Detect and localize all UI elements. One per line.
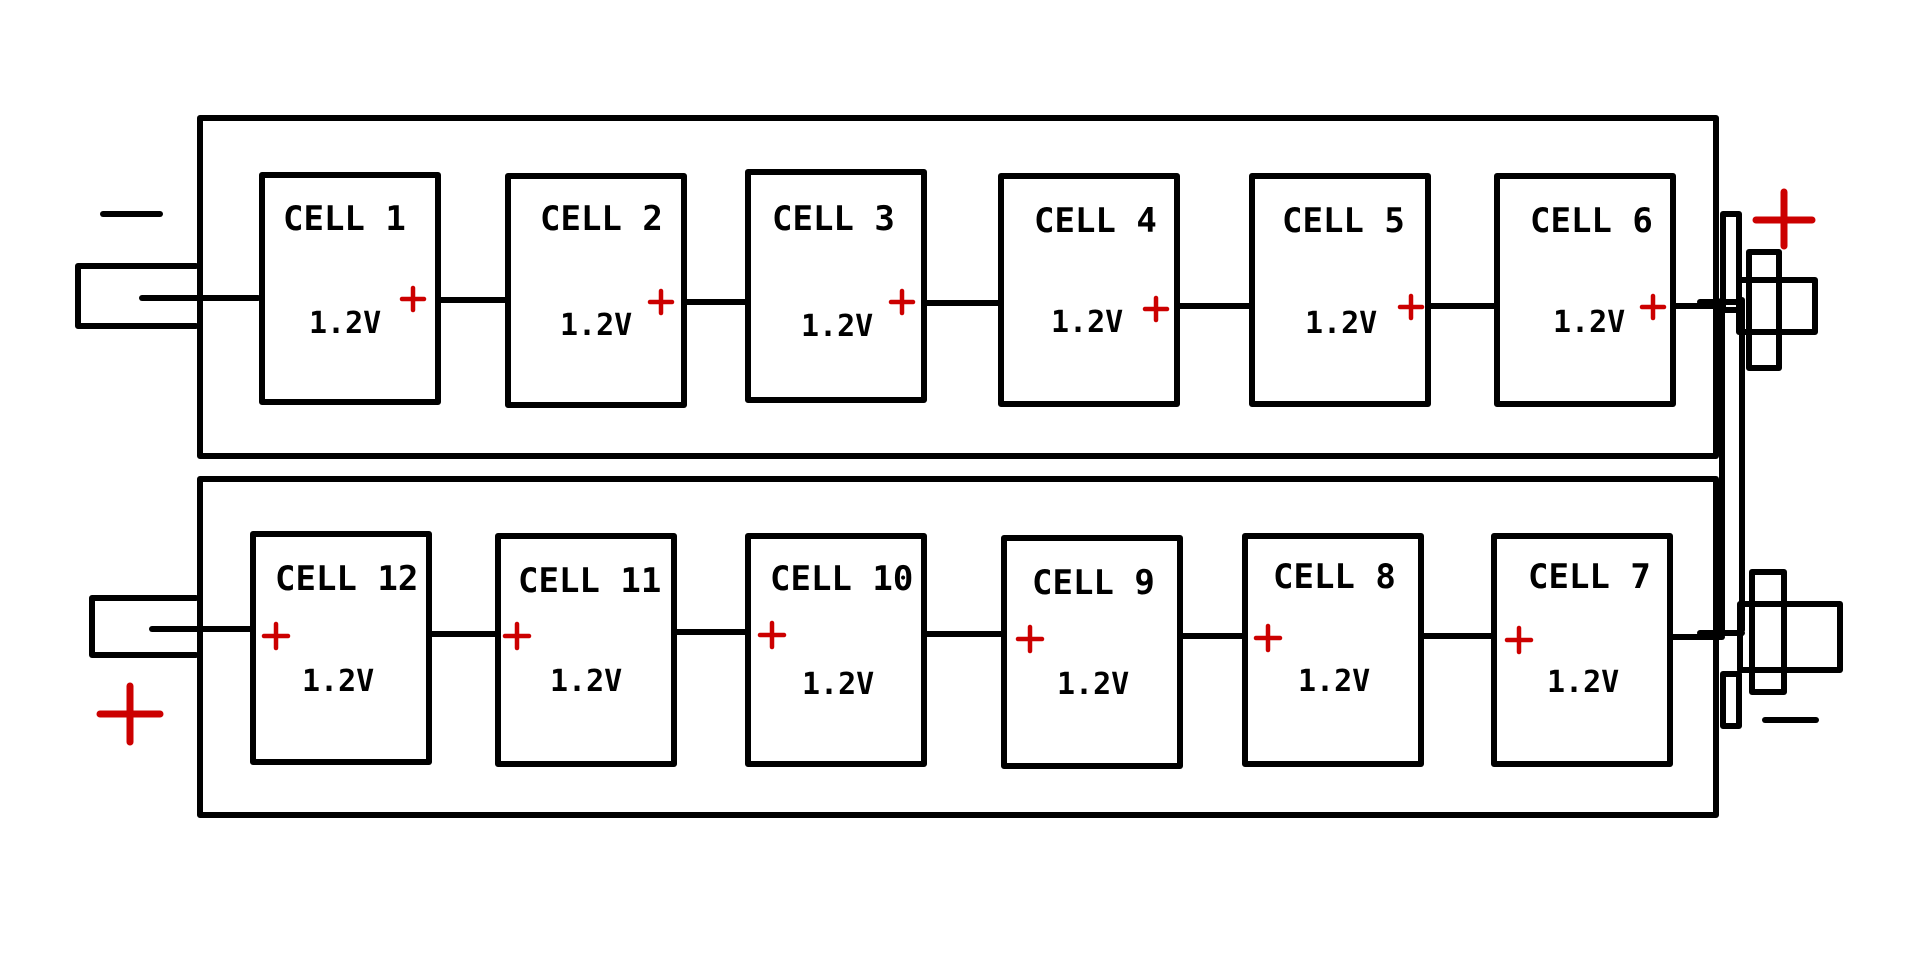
plus-icon	[96, 682, 164, 746]
plus-icon	[1639, 293, 1667, 321]
cell-label: CELL 5	[1282, 201, 1405, 241]
plus-icon	[1752, 188, 1816, 250]
plus-icon	[261, 621, 291, 651]
cell-11: CELL 11 1.2V	[495, 533, 677, 767]
cell-voltage: 1.2V	[1057, 667, 1129, 702]
cell-voltage: 1.2V	[560, 308, 632, 343]
cell-label: CELL 1	[283, 199, 406, 239]
plus-icon	[1253, 623, 1283, 653]
bottom-left-terminal-tab	[89, 595, 199, 658]
bottom-row: CELL 12 1.2V CELL 11 1.2V CELL 10 1.2V	[250, 531, 1725, 769]
cell-label: CELL 10	[770, 559, 913, 599]
cell-label: CELL 7	[1528, 557, 1651, 597]
cell-label: CELL 3	[772, 199, 895, 239]
cell-voltage: 1.2V	[302, 664, 374, 699]
plus-icon	[1142, 295, 1170, 323]
top-enclosure	[197, 115, 1719, 459]
cell-3: CELL 3 1.2V	[745, 169, 927, 403]
cell-9: CELL 9 1.2V	[1001, 535, 1183, 769]
bottom-enclosure	[197, 476, 1719, 818]
cell-voltage: 1.2V	[1298, 664, 1370, 699]
plus-icon	[647, 288, 675, 316]
cell-label: CELL 9	[1032, 563, 1155, 603]
cell-voltage: 1.2V	[802, 667, 874, 702]
plus-icon	[1397, 293, 1425, 321]
cell-voltage: 1.2V	[1305, 306, 1377, 341]
cell-voltage: 1.2V	[1547, 665, 1619, 700]
plus-icon	[888, 288, 916, 316]
cell-label: CELL 12	[275, 559, 418, 599]
plus-icon	[399, 285, 427, 313]
top-left-terminal-tab	[75, 263, 199, 329]
cell-label: CELL 2	[540, 199, 663, 239]
cell-8: CELL 8 1.2V	[1242, 533, 1424, 767]
cell-1: CELL 1 1.2V	[259, 172, 441, 405]
plus-icon	[1015, 624, 1045, 654]
plus-icon	[757, 620, 787, 650]
cell-7: CELL 7 1.2V	[1491, 533, 1673, 767]
plus-icon	[502, 621, 532, 651]
cell-6: CELL 6 1.2V	[1494, 173, 1676, 407]
cell-5: CELL 5 1.2V	[1249, 173, 1431, 407]
plus-icon	[1504, 625, 1534, 655]
cell-4: CELL 4 1.2V	[998, 173, 1180, 407]
cell-label: CELL 11	[518, 561, 661, 601]
cell-voltage: 1.2V	[1553, 305, 1625, 340]
cell-voltage: 1.2V	[309, 306, 381, 341]
cell-label: CELL 8	[1273, 557, 1396, 597]
cell-voltage: 1.2V	[1051, 305, 1123, 340]
top-row: CELL 1 1.2V CELL 2 1.2V CELL 3 1.2V	[259, 169, 1725, 408]
cell-10: CELL 10 1.2V	[745, 533, 927, 767]
cell-voltage: 1.2V	[801, 309, 873, 344]
cell-voltage: 1.2V	[550, 664, 622, 699]
cell-2: CELL 2 1.2V	[505, 173, 687, 408]
cell-label: CELL 4	[1034, 201, 1157, 241]
bottom-right-connector	[1697, 569, 1843, 729]
top-right-connector	[1697, 211, 1818, 371]
cell-12: CELL 12 1.2V	[250, 531, 432, 765]
cell-label: CELL 6	[1530, 201, 1653, 241]
